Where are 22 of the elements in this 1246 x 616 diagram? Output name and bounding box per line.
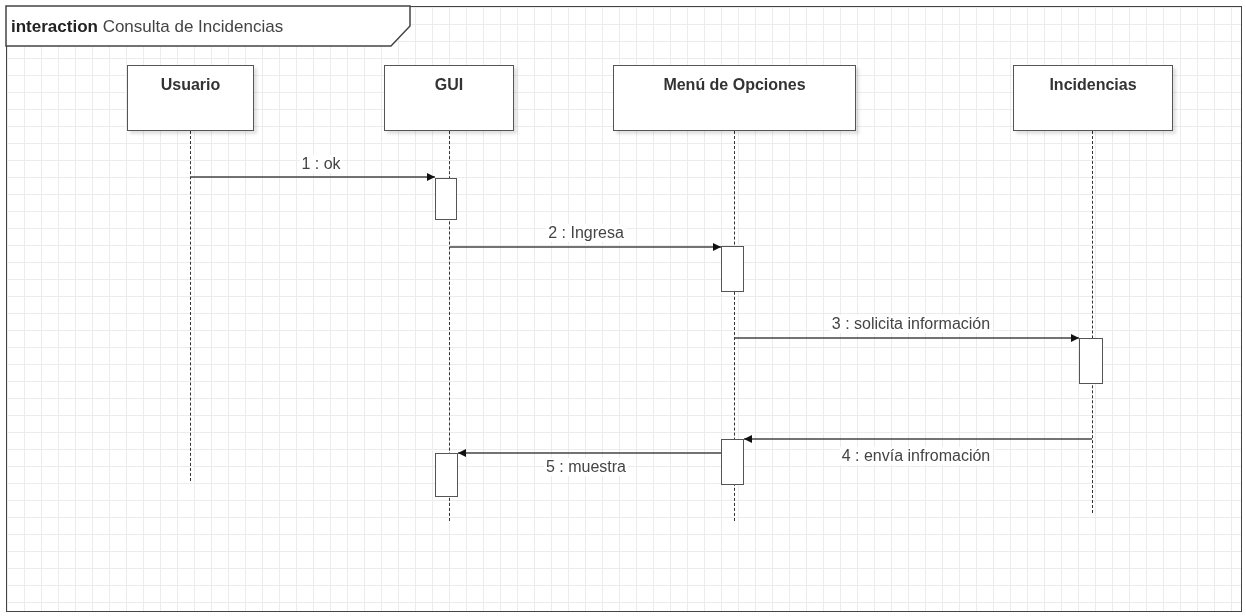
message-label: 1 : ok: [299, 155, 343, 173]
activation-bar: [435, 453, 458, 497]
lifeline-head: GUI: [384, 65, 514, 131]
message-arrow: [190, 173, 436, 181]
lifeline: [190, 131, 191, 481]
message-arrow: [449, 243, 722, 251]
activation-bar: [435, 178, 457, 220]
activation-bar: [721, 439, 744, 485]
message-label: 3 : solicita información: [829, 315, 993, 333]
message-arrow: [734, 334, 1080, 342]
message-label: 5 : muestra: [544, 458, 628, 476]
activation-bar: [1079, 338, 1103, 384]
lifeline-head: Usuario: [127, 65, 254, 131]
activation-bar: [721, 246, 744, 292]
message-arrow: [457, 449, 722, 457]
message-label: 4 : envía infromación: [839, 447, 993, 465]
message-arrow: [743, 435, 1093, 443]
interaction-frame: [6, 6, 1242, 612]
lifeline-head: Menú de Opciones: [613, 65, 856, 131]
message-label: 2 : Ingresa: [546, 224, 626, 242]
frame-heading: interaction Consulta de Incidencias: [11, 17, 284, 37]
lifeline-head: Incidencias: [1013, 65, 1173, 131]
